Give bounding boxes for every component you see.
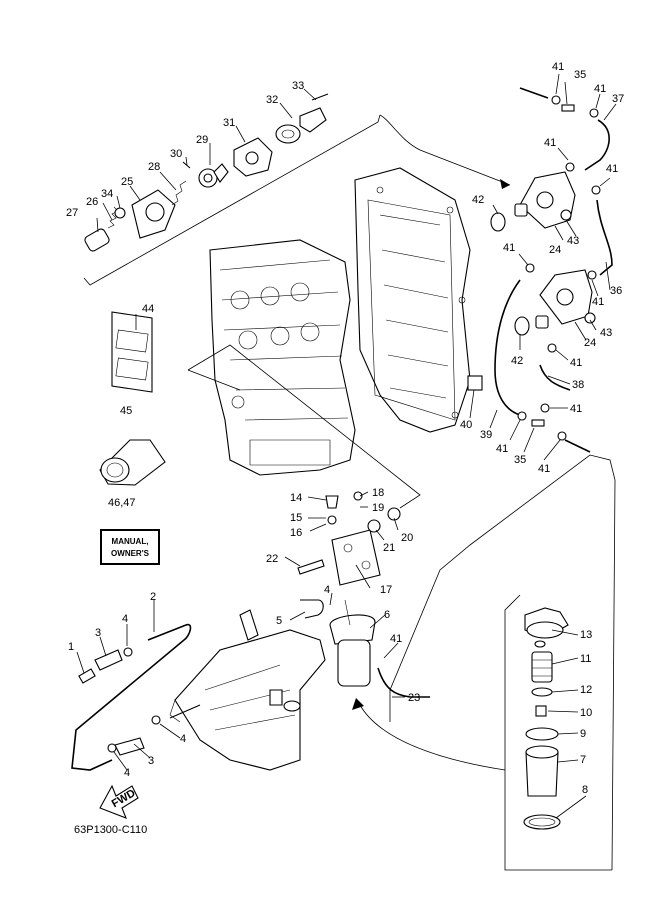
label-23: 23 <box>408 692 420 704</box>
hose-23 <box>377 667 430 698</box>
block-outline-leader <box>187 344 421 509</box>
label-4-c: 4 <box>180 733 186 745</box>
arrow-to-pump <box>379 114 511 186</box>
fuel-pump-group-outline <box>83 114 381 286</box>
label-24-b: 24 <box>584 337 596 349</box>
label-41-h: 41 <box>570 403 582 415</box>
label-14: 14 <box>290 492 302 504</box>
filter-enclosure <box>389 454 616 871</box>
intake-manifold <box>354 167 471 433</box>
manual-line-1: MANUAL, <box>111 537 149 546</box>
label-10: 10 <box>580 707 592 719</box>
label-36: 36 <box>610 285 622 297</box>
label-9: 9 <box>580 728 586 740</box>
holder-40 <box>467 375 483 391</box>
joint-35-bottom <box>531 419 545 427</box>
label-17: 17 <box>380 584 392 596</box>
label-12: 12 <box>580 684 592 696</box>
label-1: 1 <box>68 641 74 653</box>
part-labels: 27 26 34 25 28 30 29 31 32 33 41 35 41 3… <box>66 61 624 796</box>
label-41-d: 41 <box>606 163 618 175</box>
label-46-47: 46,47 <box>108 497 136 509</box>
fwd-arrow: FWD <box>99 784 139 819</box>
label-18: 18 <box>372 487 384 499</box>
label-2: 2 <box>150 591 156 603</box>
label-33: 33 <box>292 80 304 92</box>
label-3-a: 3 <box>95 627 101 639</box>
fuel-connectors-left <box>71 599 324 771</box>
label-5: 5 <box>276 615 282 627</box>
label-7: 7 <box>580 754 586 766</box>
fuel-pump-exploded <box>84 93 329 252</box>
label-44: 44 <box>142 303 154 315</box>
bottom-cowling <box>169 609 326 771</box>
filter-enclosure-2 <box>504 594 612 871</box>
label-41-j: 41 <box>538 463 550 475</box>
label-8: 8 <box>582 784 588 796</box>
owners-manual-box: MANUAL, OWNER'S <box>100 529 160 565</box>
label-41-k: 41 <box>390 633 402 645</box>
hose-clips <box>517 95 601 441</box>
manual-line-2: OWNER'S <box>111 549 149 558</box>
label-41-e: 41 <box>503 242 515 254</box>
label-40: 40 <box>460 419 472 431</box>
label-43-b: 43 <box>600 327 612 339</box>
label-6: 6 <box>384 609 390 621</box>
label-42-a: 42 <box>472 194 484 206</box>
label-26: 26 <box>86 196 98 208</box>
label-4-b: 4 <box>122 613 128 625</box>
label-34: 34 <box>101 188 113 200</box>
label-25: 25 <box>121 176 133 188</box>
label-42-b: 42 <box>511 355 523 367</box>
label-41-b: 41 <box>594 83 606 95</box>
label-41-i: 41 <box>496 443 508 455</box>
label-4-a: 4 <box>324 584 330 596</box>
labels-44-45 <box>99 311 166 486</box>
label-22: 22 <box>266 553 278 565</box>
label-41-g: 41 <box>570 357 582 369</box>
label-45: 45 <box>120 405 132 417</box>
label-21: 21 <box>383 542 395 554</box>
label-41-c: 41 <box>544 137 556 149</box>
label-15: 15 <box>290 512 302 524</box>
label-11: 11 <box>580 653 591 665</box>
label-4-d: 4 <box>124 767 130 779</box>
label-43-a: 43 <box>567 235 579 247</box>
label-24-a: 24 <box>549 244 561 256</box>
label-28: 28 <box>148 161 160 173</box>
label-30: 30 <box>170 148 182 160</box>
filter-detail <box>523 607 569 830</box>
arrow-head-2 <box>352 698 364 710</box>
label-16: 16 <box>290 527 302 539</box>
label-32: 32 <box>266 94 278 106</box>
label-37: 37 <box>612 93 624 105</box>
block-leader-2 <box>187 369 241 391</box>
label-39: 39 <box>480 429 492 441</box>
label-20: 20 <box>401 532 413 544</box>
arrow-head <box>500 179 510 189</box>
label-35-b: 35 <box>514 454 526 466</box>
hoses <box>494 87 613 453</box>
label-27: 27 <box>66 207 78 219</box>
document-code: 63P1300-C110 <box>74 824 148 836</box>
label-3-b: 3 <box>148 755 154 767</box>
leader-lines <box>76 73 617 819</box>
label-41-a: 41 <box>552 61 564 73</box>
label-29: 29 <box>196 134 208 146</box>
label-13: 13 <box>580 629 592 641</box>
label-19: 19 <box>372 502 384 514</box>
label-41-f: 41 <box>592 296 604 308</box>
joint-35-top <box>561 104 575 112</box>
engine-block <box>209 239 356 476</box>
fuel-filter-assembly <box>297 491 401 687</box>
label-38: 38 <box>572 379 584 391</box>
label-31: 31 <box>223 117 235 129</box>
arrow-filter-detail <box>359 704 506 771</box>
label-35-a: 35 <box>574 69 586 81</box>
right-fuel-pumps <box>490 171 596 336</box>
